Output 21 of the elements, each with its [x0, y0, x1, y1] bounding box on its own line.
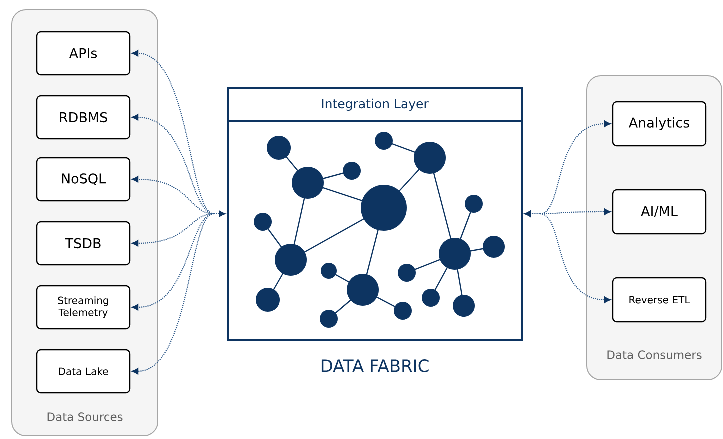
source-box: Streaming Telemetry — [36, 285, 131, 330]
arrow — [540, 213, 612, 304]
source-box: RDBMS — [36, 95, 131, 140]
arrow — [132, 214, 214, 375]
arrow — [524, 210, 540, 218]
fabric-box: Integration Layer — [227, 87, 523, 341]
source-box: TSDB — [36, 221, 131, 266]
arrow — [540, 208, 612, 216]
source-box: AI/ML — [612, 189, 707, 235]
arrow — [132, 213, 214, 247]
arrow — [540, 120, 612, 215]
source-box: Reverse ETL — [612, 277, 707, 323]
arrow — [132, 50, 214, 214]
source-box: APIs — [36, 31, 131, 76]
source-box: Data Lake — [36, 349, 131, 394]
arrow — [214, 210, 226, 218]
source-box: Analytics — [612, 101, 707, 147]
source-box: NoSQL — [36, 157, 131, 202]
arrow — [132, 213, 214, 311]
node-label: DATA FABRIC — [322, 360, 429, 372]
arrow — [132, 114, 214, 215]
